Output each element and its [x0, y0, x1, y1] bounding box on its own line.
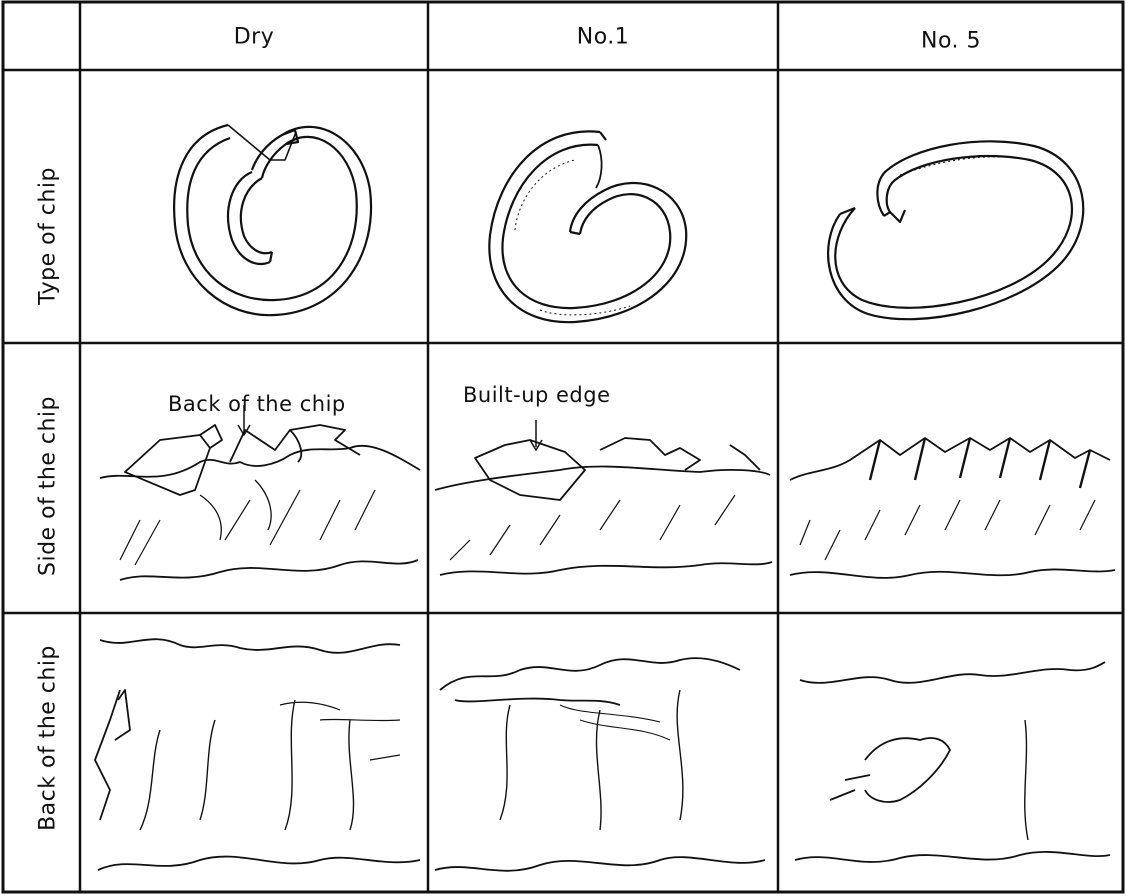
chip-side-no1	[435, 420, 772, 575]
chip-spiral-dry	[174, 125, 371, 315]
chip-back-dry	[95, 639, 420, 870]
annotation-back-of-chip: Back of the chip	[168, 392, 346, 416]
chip-side-no5	[790, 438, 1115, 578]
chip-spiral-no5	[828, 141, 1083, 319]
row-label-side-of-chip: Side of the chip	[36, 396, 61, 576]
annotation-built-up-edge: Built-up edge	[463, 383, 611, 407]
chip-spiral-no1	[489, 131, 686, 322]
chip-back-no1	[435, 658, 765, 871]
row-label-back-of-chip: Back of the chip	[36, 645, 61, 831]
chip-side-dry	[100, 405, 420, 580]
column-header-dry: Dry	[234, 25, 275, 50]
row-label-type-of-chip: Type of chip	[36, 167, 61, 305]
column-header-no5: No. 5	[921, 29, 981, 54]
chip-back-no5	[795, 662, 1110, 862]
column-header-no1: No.1	[577, 25, 630, 50]
